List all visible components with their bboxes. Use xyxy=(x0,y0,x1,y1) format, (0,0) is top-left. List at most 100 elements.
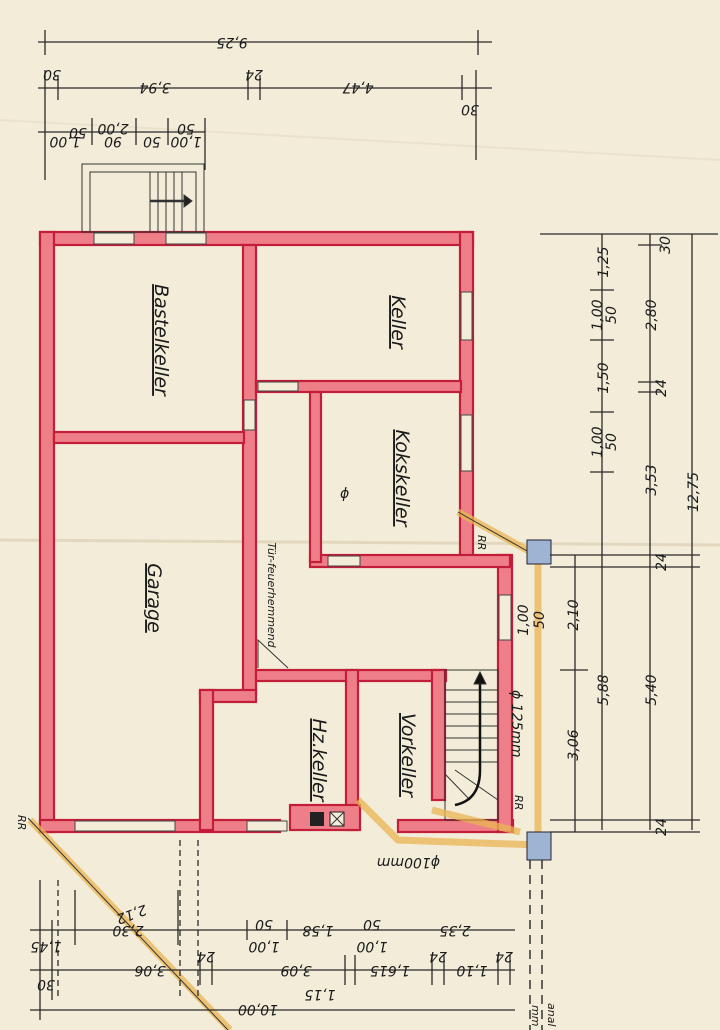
door-bastel xyxy=(243,399,256,431)
drain-pipes xyxy=(27,508,543,1030)
dim-b230: 2,30 xyxy=(112,922,143,938)
dim-b24a: 24 xyxy=(197,948,215,964)
dims-right xyxy=(540,233,718,833)
room-vorkeller: Vorkeller xyxy=(397,713,419,798)
dim-top-30a: 30 xyxy=(43,66,61,82)
room-hzkeller: Hz.keller xyxy=(308,718,330,802)
dim-b50b: 50 xyxy=(363,916,381,932)
dim-b100a: 1,00 xyxy=(248,938,279,954)
outside-stair xyxy=(81,163,205,233)
dim-r100b: 1,00 xyxy=(590,426,606,457)
label-rr-left: RR xyxy=(15,815,28,830)
dim-b100b: 1,00 xyxy=(356,938,387,954)
dim-top-50a: 50 xyxy=(69,124,87,140)
door-top xyxy=(165,232,207,245)
dim-r588: 5,88 xyxy=(596,674,612,705)
dim-r540: 5,40 xyxy=(644,674,660,705)
dim-r1275: 12,75 xyxy=(686,472,702,512)
chimney xyxy=(288,803,362,832)
dim-b1615: 1,615 xyxy=(370,962,410,978)
dim-r125: 1,25 xyxy=(596,246,612,277)
dim-b309: 3,09 xyxy=(280,962,311,978)
door-keller xyxy=(257,381,299,392)
label-kanal: anal xyxy=(545,1003,558,1027)
dim-top-200: 2,00 xyxy=(97,120,128,136)
dims-right-labels: 1,25 1,00 50 1,50 1,00 50 1,00 50 2,10 3… xyxy=(516,236,702,836)
label-pipe-125: ϕ 125mm xyxy=(508,690,524,758)
garage-door xyxy=(74,820,176,832)
dim-top-100b: 1,00 xyxy=(170,133,201,149)
label-rr-mid: RR xyxy=(512,795,525,810)
dim-r24b: 24 xyxy=(654,553,670,571)
dim-r30: 30 xyxy=(658,236,674,254)
paper-fold xyxy=(0,119,720,161)
dim-top-24: 24 xyxy=(245,66,263,82)
dim-r50c: 50 xyxy=(532,611,548,629)
dim-r100a: 1,00 xyxy=(590,299,606,330)
dim-b24c: 24 xyxy=(495,948,513,964)
wall-keller-bottom xyxy=(254,379,463,394)
dims-top xyxy=(38,30,492,180)
wall-vor-right xyxy=(430,668,447,802)
dim-top-90: 90 xyxy=(104,133,122,149)
dim-r306: 3,06 xyxy=(566,729,582,760)
wall-bastel-garage xyxy=(52,430,246,445)
wall-kokskeller-left xyxy=(308,390,323,564)
dims-top-labels: 9,25 30 3,94 24 4,47 30 1,00 50 90 2,00 … xyxy=(43,34,479,149)
dim-r50b: 50 xyxy=(604,433,620,451)
dim-r280: 2,80 xyxy=(644,299,660,330)
dims-bottom-labels: 1,45 2,30 2,12 1,00 50 1,58 1,00 50 2,35… xyxy=(30,901,513,1017)
window-keller xyxy=(460,291,473,341)
manhole-top xyxy=(526,539,552,565)
dim-r353: 3,53 xyxy=(644,464,660,495)
fire-door-symbol xyxy=(257,638,289,669)
openings xyxy=(74,232,512,832)
dim-r50a: 50 xyxy=(604,306,620,324)
opening-bottom xyxy=(246,820,288,832)
window-kokskeller xyxy=(460,414,473,472)
dims-bottom xyxy=(30,840,515,1020)
wall-left xyxy=(38,230,56,834)
dim-b1000: 10,00 xyxy=(238,1001,278,1017)
dim-b306: 3,06 xyxy=(134,962,165,978)
room-kokskeller: Kokskeller xyxy=(391,429,413,527)
dim-b145: 1,45 xyxy=(30,938,61,954)
dim-b158: 1,58 xyxy=(302,922,333,938)
dim-b24b: 24 xyxy=(429,948,447,964)
label-mm: mm xyxy=(529,1005,542,1026)
dim-top-447: 4,47 xyxy=(342,79,373,95)
dim-r210: 2,10 xyxy=(566,599,582,630)
dim-b235: 2,35 xyxy=(439,922,470,938)
inside-stair xyxy=(444,669,499,821)
dim-top-30b: 30 xyxy=(461,101,479,117)
flue-1 xyxy=(310,812,324,826)
dim-top-100a: 1,00 xyxy=(49,133,80,149)
room-keller: Keller xyxy=(387,295,409,350)
dim-r24a: 24 xyxy=(654,379,670,397)
window-right xyxy=(498,594,512,641)
dim-b50a: 50 xyxy=(255,916,273,932)
label-rr-top: RR xyxy=(475,535,488,550)
walls xyxy=(38,230,515,834)
dim-b30: 30 xyxy=(37,976,55,992)
wall-garage-right xyxy=(241,243,258,697)
diameter-symbol: ϕ xyxy=(340,486,349,502)
door-koks xyxy=(327,555,361,567)
dim-r24c: 24 xyxy=(654,818,670,836)
dim-top-50b: 50 xyxy=(143,133,161,149)
label-pipe-100: ϕ100mm xyxy=(377,854,440,870)
dim-b110: 1,10 xyxy=(456,962,487,978)
manhole-bottom xyxy=(526,831,552,861)
label-fire-door: Tür-feuerhemmend xyxy=(265,542,278,648)
dim-top-394: 3,94 xyxy=(139,79,170,95)
dim-b115: 1,15 xyxy=(304,986,335,1002)
dim-r150: 1,50 xyxy=(596,362,612,393)
window-top xyxy=(93,232,135,245)
room-bastelkeller: Bastelkeller xyxy=(150,284,172,397)
dim-top-50c: 50 xyxy=(177,120,195,136)
paper-fold xyxy=(0,538,720,547)
wall-hz-left xyxy=(198,688,215,832)
dim-r100c: 1,00 xyxy=(516,604,532,635)
dim-total-width: 9,25 xyxy=(216,34,247,50)
